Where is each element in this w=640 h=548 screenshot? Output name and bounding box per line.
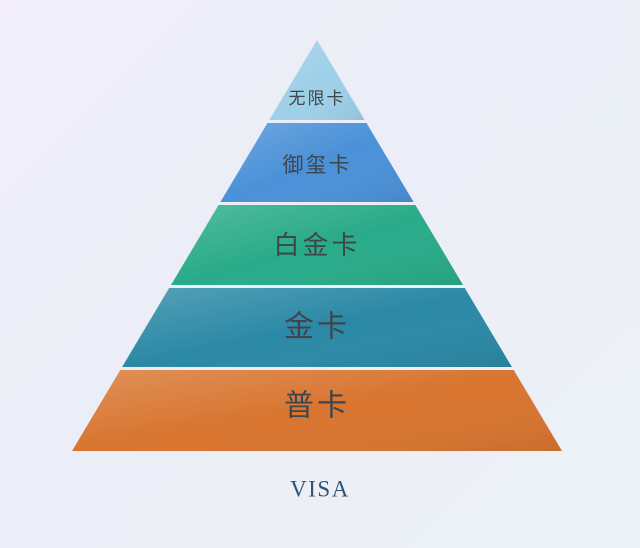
level-1-shade [269,40,365,120]
pyramid-level-4: 金卡 [122,288,512,367]
pyramid-level-2: 御玺卡 [220,123,414,202]
level-2-label: 御玺卡 [283,153,352,177]
pyramid-level-5: 普卡 [72,370,562,451]
level-3-label: 白金卡 [273,231,360,261]
pyramid-level-3: 白金卡 [171,205,463,285]
level-5-shade [72,370,562,451]
level-2-shade [220,123,414,202]
level-1-label: 无限卡 [289,89,346,109]
visa-wordmark: VISA [290,477,350,502]
level-4-label: 金卡 [284,310,350,345]
level-3-shade [171,205,463,285]
level-4-shade [122,288,512,367]
pyramid-level-1: 无限卡 [269,40,365,120]
level-5-label: 普卡 [284,389,350,424]
